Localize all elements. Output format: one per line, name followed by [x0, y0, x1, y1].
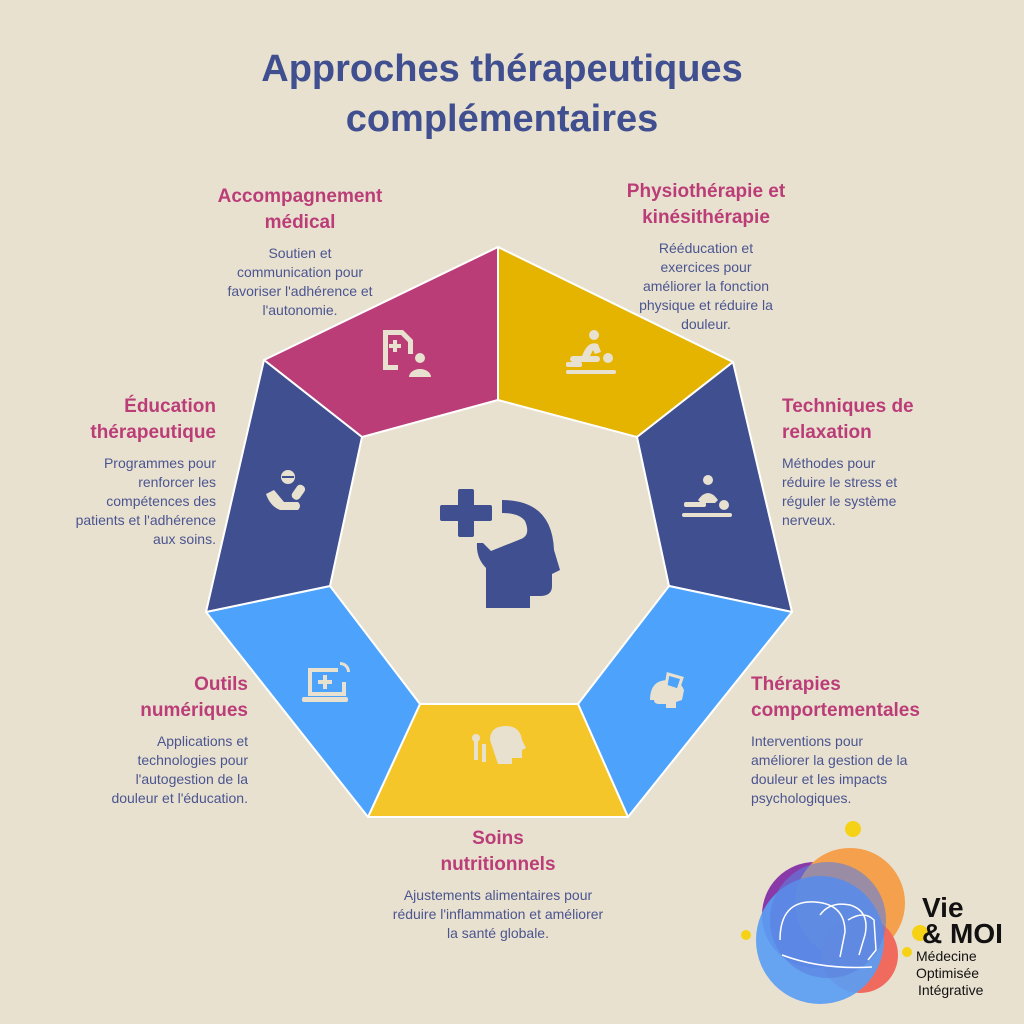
physiotherapy-icon: [566, 330, 616, 374]
segment-description: Interventions pour améliorer la gestion …: [751, 733, 908, 806]
nutrition-head-icon: [472, 726, 526, 764]
logo-sub2: Optimisée: [916, 965, 980, 981]
segment-description: Applications et technologies pour l'auto…: [111, 733, 248, 806]
block-physiotherapie: Physiothérapie et kinésithérapie Rééduca…: [596, 179, 816, 334]
block-education: Éducation thérapeutique Programmes pour …: [0, 394, 216, 549]
head-hand-icon: [650, 672, 684, 708]
logo-sub1: Médecine: [916, 948, 977, 964]
segment-description: Méthodes pour réduire le stress et régul…: [782, 455, 898, 528]
segment-title: Éducation thérapeutique: [90, 396, 216, 443]
segment-description: Rééducation et exercices pour améliorer …: [639, 240, 773, 332]
segment-title: Outils numériques: [140, 674, 248, 721]
hand-pill-icon: [266, 470, 306, 510]
three-faces-icon: [779, 901, 877, 969]
block-comportementales: Thérapies comportementales Interventions…: [751, 672, 991, 808]
page-title: Approches thérapeutiques complémentaires: [261, 48, 743, 140]
block-relaxation: Techniques de relaxation Méthodes pour r…: [782, 394, 1002, 530]
segment-title: Accompagnement médical: [217, 186, 383, 233]
block-numeriques: Outils numériques Applications et techno…: [28, 672, 248, 808]
segment-description: Programmes pour renforcer les compétence…: [75, 455, 216, 547]
logo-sub3: Intégrative: [918, 982, 984, 998]
vie-et-moi-logo: Vie & MOI Médecine Optimisée Intégrative: [740, 820, 1024, 1024]
segment-title: Thérapies comportementales: [751, 674, 920, 721]
segment-description: Soutien et communication pour favoriser …: [227, 245, 373, 318]
segment-description: Ajustements alimentaires pour réduire l'…: [392, 887, 604, 941]
logo-line1: Vie: [922, 892, 964, 923]
segment-title: Physiothérapie et kinésithérapie: [626, 181, 786, 228]
mental-health-head-icon: [440, 489, 560, 608]
segment-title: Soins nutritionnels: [440, 828, 556, 875]
segment-education: [205, 359, 363, 613]
segment-title: Techniques de relaxation: [782, 396, 914, 443]
telemedicine-laptop-icon: [302, 662, 350, 702]
medical-record-person-icon: [383, 330, 431, 377]
block-accompagnement: Accompagnement médical Soutien et commun…: [190, 184, 410, 320]
block-nutrition: Soins nutritionnels Ajustements alimenta…: [348, 826, 648, 943]
logo-line2: & MOI: [922, 918, 1003, 949]
massage-icon: [682, 475, 732, 517]
